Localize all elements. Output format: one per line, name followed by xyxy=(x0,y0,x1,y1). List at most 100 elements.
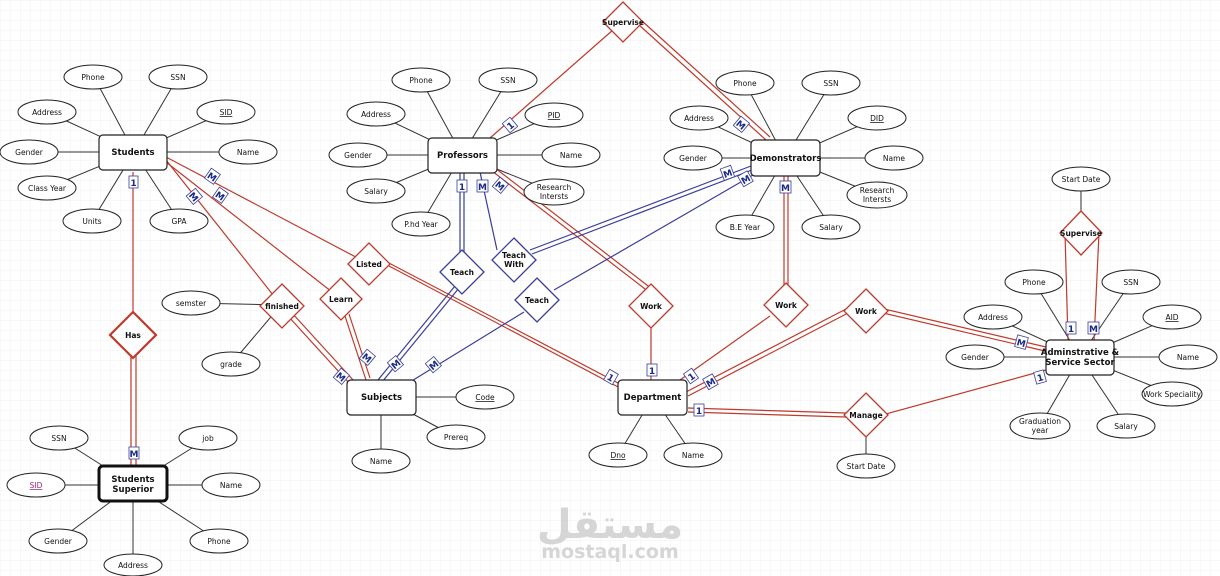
svg-text:semster: semster xyxy=(176,299,207,308)
entity-admin-service-sector[interactable]: Adminstrative &Service Sector xyxy=(1041,339,1120,376)
attr-ssn: SSN xyxy=(478,67,538,93)
svg-text:P.hd Year: P.hd Year xyxy=(404,220,438,229)
attr-address: Address xyxy=(669,105,729,131)
watermark-logo: مستقل xyxy=(537,502,683,548)
rel-has[interactable]: Has xyxy=(108,310,158,360)
attr-gpa: GPA xyxy=(149,208,209,234)
attr-salary: Salary xyxy=(346,178,406,204)
attr-start-date: Start Date xyxy=(1051,166,1111,192)
svg-text:1: 1 xyxy=(687,372,698,384)
svg-text:Gender: Gender xyxy=(961,353,990,362)
attr-phone: Phone xyxy=(715,70,775,96)
svg-text:Phone: Phone xyxy=(409,76,433,85)
svg-text:Salary: Salary xyxy=(1114,422,1138,431)
svg-text:grade: grade xyxy=(220,360,242,369)
attr-gender: Gender xyxy=(28,528,88,554)
svg-text:Has: Has xyxy=(125,331,141,340)
svg-text:Start Date: Start Date xyxy=(847,462,886,471)
svg-text:1: 1 xyxy=(696,407,702,417)
rel-manage[interactable]: Manage xyxy=(843,392,889,438)
svg-text:Work: Work xyxy=(855,307,878,316)
attr-units: Units xyxy=(62,208,122,234)
svg-text:M: M xyxy=(478,183,487,193)
attr-phone: Phone xyxy=(189,528,249,554)
svg-text:M: M xyxy=(722,168,734,180)
entity-subjects[interactable]: Subjects xyxy=(346,379,417,416)
attr-sid-key: SID xyxy=(196,99,256,125)
watermark: مستقل mostaql.com xyxy=(537,502,683,563)
svg-text:Name: Name xyxy=(1177,353,1200,362)
cardinality-marker: M xyxy=(779,180,792,194)
cardinality-marker: M xyxy=(732,115,751,134)
attr-name: Name xyxy=(541,142,601,168)
svg-text:Name: Name xyxy=(237,148,260,157)
attr-dno-key: Dno xyxy=(588,442,648,468)
rel-work-professors[interactable]: Work xyxy=(628,283,674,329)
svg-text:Research: Research xyxy=(537,183,572,192)
svg-text:Teach: Teach xyxy=(502,251,526,260)
svg-text:Salary: Salary xyxy=(819,223,843,232)
attr-name: Name xyxy=(201,472,261,498)
svg-text:finished: finished xyxy=(265,302,299,311)
svg-text:1: 1 xyxy=(605,373,615,385)
svg-text:job: job xyxy=(201,434,214,443)
cardinality-marker: 1 xyxy=(603,368,619,386)
svg-text:Students: Students xyxy=(111,148,154,158)
svg-text:Listed: Listed xyxy=(356,260,382,269)
attr-ssn: SSN xyxy=(801,70,861,96)
svg-text:Units: Units xyxy=(82,217,101,226)
entity-department[interactable]: Department xyxy=(617,379,688,416)
svg-text:SSN: SSN xyxy=(823,79,838,88)
cardinality-marker: M xyxy=(702,373,719,391)
cardinality-marker: M xyxy=(491,176,510,195)
cardinality-marker: 1 xyxy=(682,367,700,385)
cardinality-marker: M xyxy=(332,367,351,386)
cardinality-marker: M xyxy=(203,167,221,185)
rel-teach-professors[interactable]: Teach xyxy=(439,249,485,295)
attr-pid-key: PID xyxy=(524,102,584,128)
entity-students[interactable]: Students xyxy=(98,134,168,171)
cardinality-marker: M xyxy=(185,187,204,206)
attr-semster: semster xyxy=(161,290,221,316)
rel-listed[interactable]: Listed xyxy=(347,242,391,286)
rel-work-admin[interactable]: Work xyxy=(843,288,889,334)
svg-text:Teach: Teach xyxy=(525,296,549,305)
attributes: Phone SSN Address SID Gender Name Class … xyxy=(0,64,1218,576)
svg-text:Manage: Manage xyxy=(849,411,882,420)
cardinality-marker: 1 xyxy=(646,363,658,377)
cardinality-marker: M xyxy=(1087,321,1100,335)
svg-text:Students: Students xyxy=(111,475,154,485)
svg-text:year: year xyxy=(1032,426,1050,435)
rel-teach-demonstrators[interactable]: Teach xyxy=(514,277,560,323)
svg-text:Supervise: Supervise xyxy=(602,18,644,27)
attr-ssn: SSN xyxy=(29,425,89,451)
cardinality-marker: M xyxy=(386,354,405,373)
rel-finished[interactable]: finished xyxy=(259,283,305,329)
svg-text:SSN: SSN xyxy=(170,73,185,82)
attr-ssn: SSN xyxy=(1101,269,1161,295)
rel-supervise-admin[interactable]: Supervise xyxy=(1059,210,1103,256)
entity-demonstrators[interactable]: Demonstrators xyxy=(750,139,822,177)
svg-text:1: 1 xyxy=(1036,373,1045,384)
svg-text:Intersts: Intersts xyxy=(540,192,568,201)
svg-text:1: 1 xyxy=(1068,325,1074,335)
svg-text:SSN: SSN xyxy=(51,434,66,443)
svg-text:DID: DID xyxy=(870,114,884,123)
svg-text:Service Sector: Service Sector xyxy=(1045,358,1115,368)
entity-professors[interactable]: Professors xyxy=(427,137,498,174)
attr-address: Address xyxy=(963,304,1023,330)
cardinality-marker: 1 xyxy=(693,403,705,417)
rel-supervise-top[interactable]: Supervise xyxy=(602,1,644,43)
attr-class-year: Class Year xyxy=(17,175,77,201)
attr-did-key: DID xyxy=(847,105,907,131)
svg-text:Prereq: Prereq xyxy=(444,433,468,442)
rel-learn[interactable]: Learn xyxy=(319,277,363,321)
rel-work-demonstrators[interactable]: Work xyxy=(763,282,809,328)
attr-address: Address xyxy=(346,101,406,127)
svg-text:Gender: Gender xyxy=(44,537,73,546)
svg-text:Gender: Gender xyxy=(344,151,373,160)
